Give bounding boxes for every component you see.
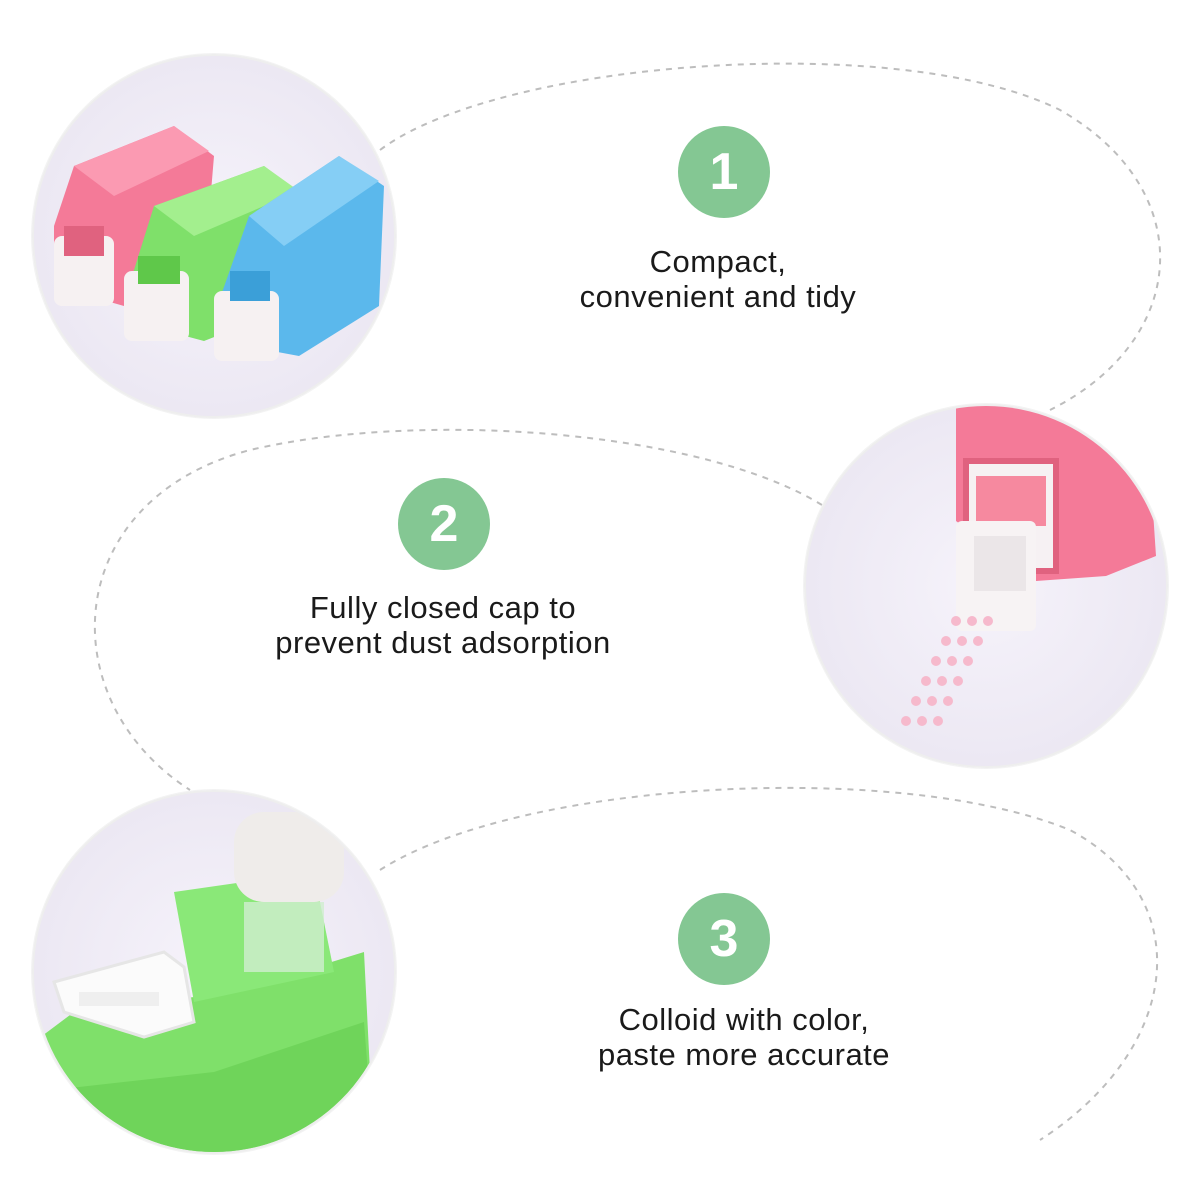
feature-3-number-badge: 3 <box>678 893 770 985</box>
feature-2-number-badge: 2 <box>398 478 490 570</box>
dashed-arc-bottom <box>379 786 1159 1141</box>
green-dispenser-open-image <box>34 812 374 1152</box>
feature-1-number-badge: 1 <box>678 126 770 218</box>
feature-2-description: Fully closed cap to prevent dust adsorpt… <box>183 590 703 660</box>
feature-2-line-1: Fully closed cap to <box>309 590 577 625</box>
dotted-tape-trail-image <box>901 616 993 726</box>
feature-1-line-2: convenient and tidy <box>579 279 857 314</box>
pink-dispenser-closeup-image <box>956 406 1156 631</box>
blue-dispenser-image <box>214 156 384 361</box>
dashed-arc-middle <box>93 428 823 791</box>
photo-three-dispensers <box>32 54 396 418</box>
feature-3-line-1: Colloid with color, <box>618 1002 870 1037</box>
feature-1-description: Compact, convenient and tidy <box>458 244 978 314</box>
feature-3-description: Colloid with color, paste more accurate <box>484 1002 1004 1072</box>
photo-green-dispenser-open <box>32 790 396 1154</box>
dashed-arc-top <box>379 62 1161 411</box>
photo-pink-dispenser-in-use <box>804 404 1168 768</box>
feature-1-line-1: Compact, <box>649 244 787 279</box>
feature-1-number: 1 <box>709 143 739 201</box>
feature-3-line-2: paste more accurate <box>597 1037 891 1072</box>
feature-2-number: 2 <box>429 495 459 553</box>
feature-3-number: 3 <box>709 910 739 968</box>
feature-2-line-2: prevent dust adsorption <box>275 625 611 660</box>
